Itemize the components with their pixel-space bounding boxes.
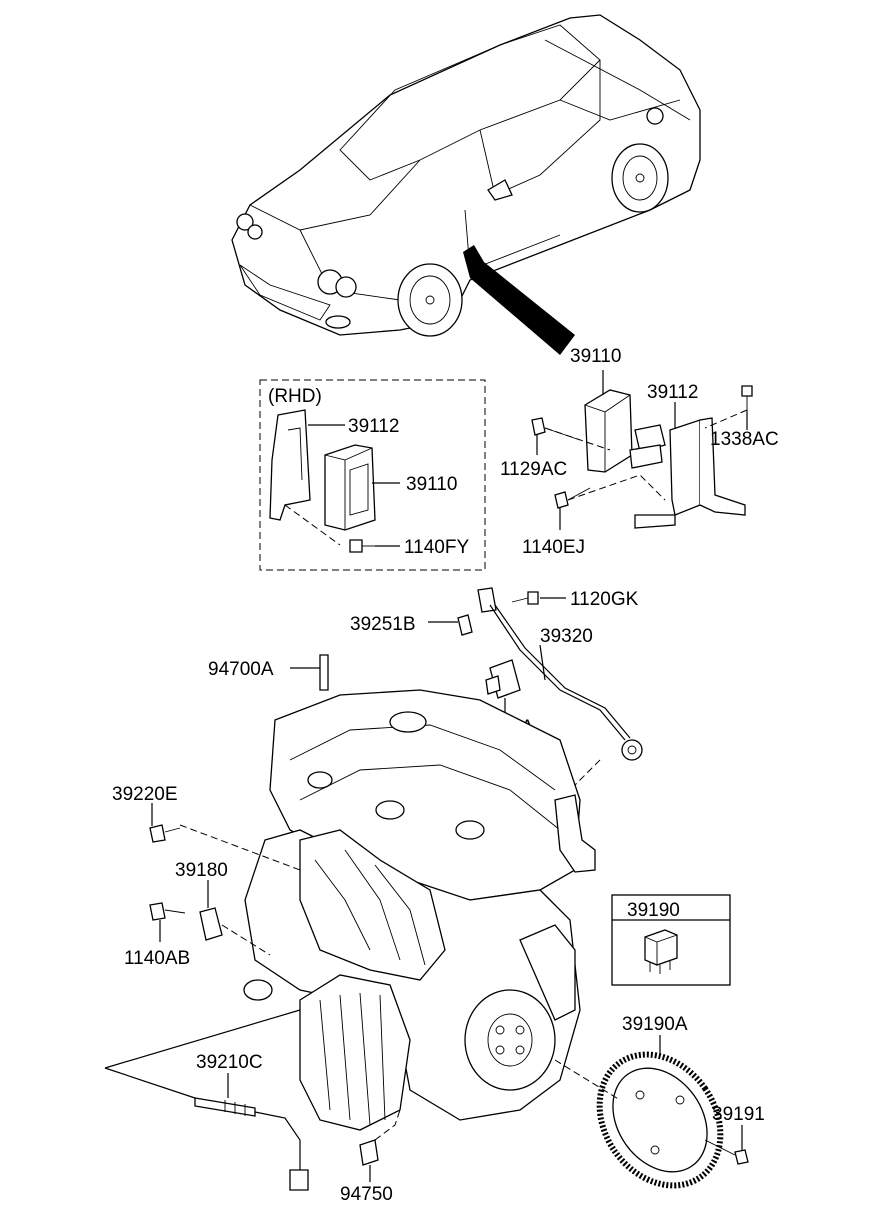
label-39180: 39180 [175, 860, 228, 881]
label-39112: 39112 [647, 382, 698, 403]
reluctor-ring [554, 1035, 724, 1189]
label-1129AC: 1129AC [500, 459, 567, 480]
label-1120GK: 1120GK [570, 589, 639, 610]
oxygen-sensor [104, 1009, 309, 1191]
label-39191: 39191 [712, 1104, 765, 1125]
label-39251B: 39251B [350, 614, 416, 635]
label-39220E: 39220E [112, 784, 178, 805]
sensor-39220E [149, 803, 301, 871]
label-94750: 94750 [340, 1184, 393, 1205]
label-39320: 39320 [540, 626, 593, 647]
label-39190A: 39190A [622, 1014, 688, 1035]
label-39110: 39110 [570, 346, 621, 367]
rhd-ecu-group [269, 409, 400, 553]
knock-sensor-group [428, 587, 643, 801]
label-39110-rhd: 39110 [406, 474, 457, 495]
label-1140FY: 1140FY [404, 537, 469, 558]
rhd-label: (RHD) [268, 386, 322, 407]
label-1140EJ: 1140EJ [522, 537, 585, 558]
cam-sensor-39180 [149, 880, 271, 956]
sensor-94750 [359, 1109, 401, 1182]
sensor-94700A [290, 654, 329, 691]
car-illustration [231, 14, 701, 355]
label-39210C: 39210C [196, 1052, 263, 1073]
relay-box [611, 894, 731, 986]
label-1140AB: 1140AB [124, 948, 190, 969]
bolt-39191 [704, 1125, 749, 1165]
label-94700A: 94700A [208, 659, 274, 680]
label-39190: 39190 [627, 900, 680, 921]
engine-block [243, 689, 596, 1131]
label-39112-rhd: 39112 [348, 416, 399, 437]
rhd-box [259, 379, 486, 571]
label-1338AC: 1338AC [710, 429, 779, 450]
lhd-ecu-group [531, 370, 753, 530]
